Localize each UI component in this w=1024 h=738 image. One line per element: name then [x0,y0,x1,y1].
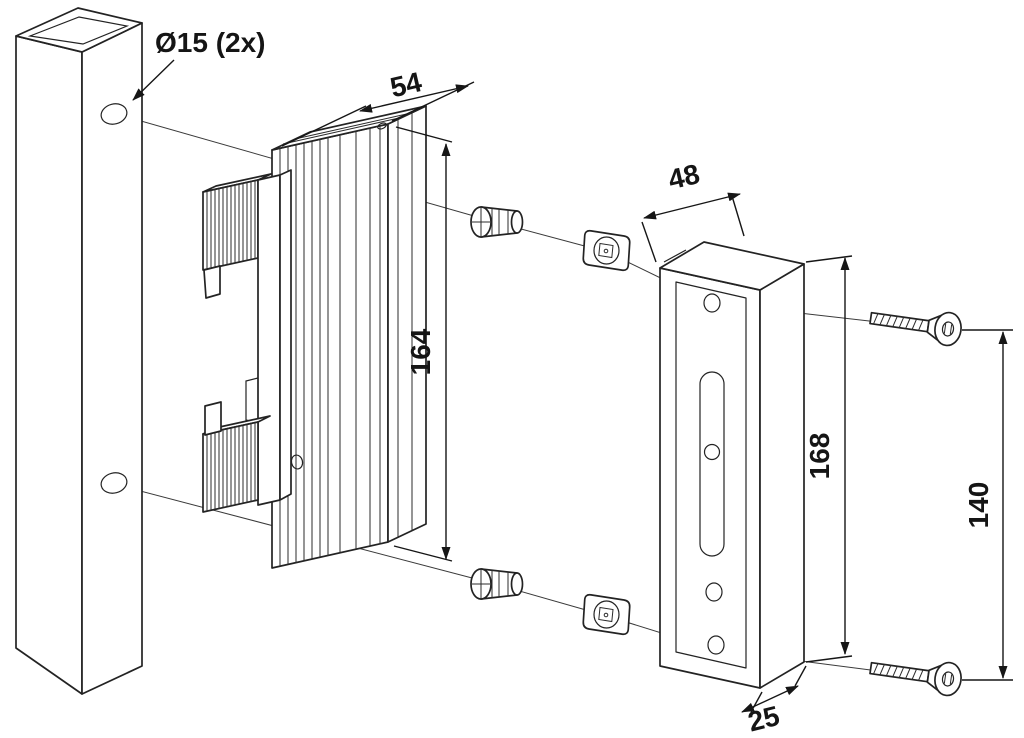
screw-top [869,311,962,347]
dim-screw-spacing: 140 [962,329,1013,681]
dim-label-screw-spacing: 140 [963,482,994,529]
keeper-hole-top [703,293,721,313]
dim-profile-height: 164 [393,126,453,562]
keeper-slot-hole [703,443,721,461]
axis-line-bottom [105,481,949,681]
spacer-serrations-top [206,180,256,270]
post-hole-bottom [100,472,128,494]
aluminium-profile [271,105,427,569]
expansion-plug-top [470,206,524,238]
screw-threads [873,313,924,331]
square-nut-bottom [582,593,631,636]
dim-keeper-width: 48 [641,158,745,263]
keeper-slot [699,371,725,557]
expansion-plug-bottom [470,568,524,600]
spacer-serrations-bottom [206,422,256,512]
lock-keeper [659,241,805,689]
dim-label-keeper-depth: 25 [745,700,783,738]
square-nut-top [582,229,631,272]
hole-diameter-callout: Ø15 (2x) [132,27,266,101]
dim-keeper-depth: 25 [741,665,807,738]
dim-label-profile-height: 164 [405,328,436,375]
dim-label-profile-width: 54 [387,66,425,103]
keeper-hole-bottom [707,635,725,655]
dimensions: Ø15 (2x) 54 164 48 168 [132,27,1013,738]
hole-callout-label: Ø15 (2x) [155,27,266,58]
dim-keeper-height: 168 [804,255,853,663]
post-hole-top [100,103,128,125]
dim-label-keeper-height: 168 [804,433,835,480]
dim-profile-width: 54 [281,66,475,147]
screw-bottom [867,650,965,698]
dim-label-keeper-width: 48 [665,158,702,195]
screw-head [934,311,962,347]
screw-socket [941,321,955,337]
keeper-hole-middle [705,582,723,602]
profile-top-hole [377,122,387,130]
rubber-spacer-clamp [202,169,292,513]
square-gate-post [15,7,143,695]
